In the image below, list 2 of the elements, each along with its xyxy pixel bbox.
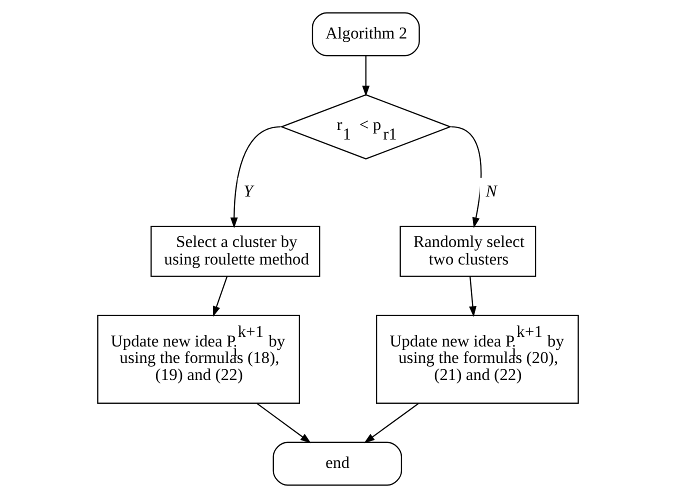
edge-label: Y	[244, 181, 253, 200]
edge-label: N	[486, 181, 497, 200]
